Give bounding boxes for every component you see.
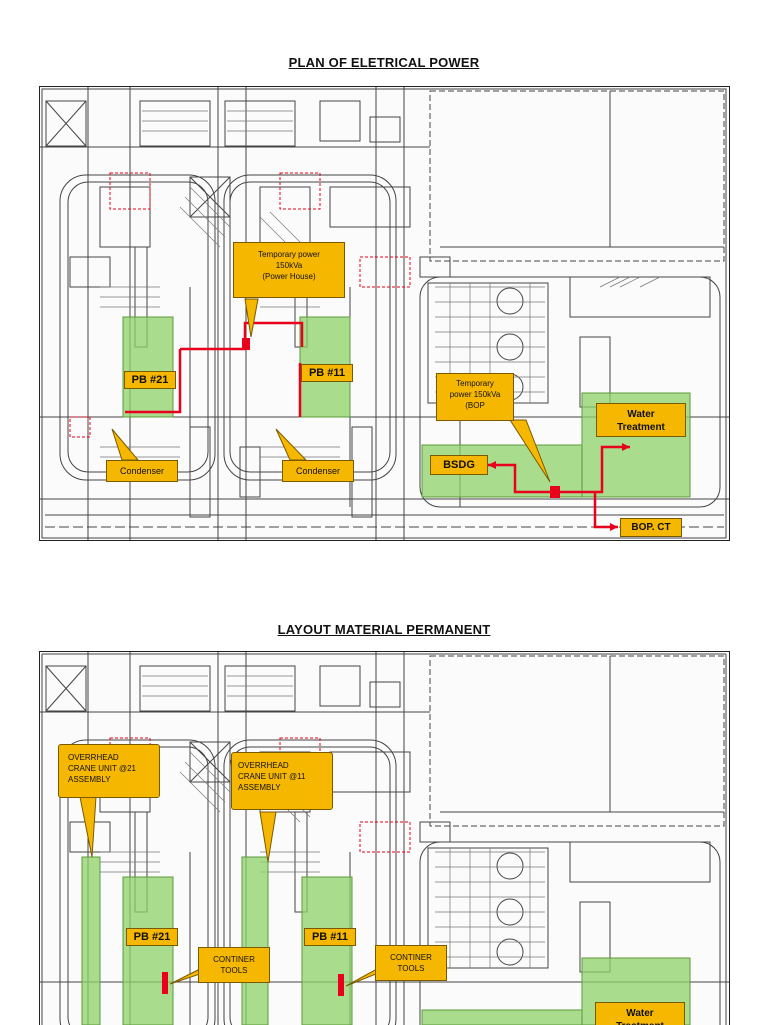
label-bsdg: BSDG xyxy=(430,455,488,475)
label-water-treatment: Water Treatment xyxy=(596,403,686,437)
label-pb21: PB #21 xyxy=(126,928,178,946)
plan2-title: LAYOUT MATERIAL PERMANENT xyxy=(277,622,491,637)
label-pb11: PB #11 xyxy=(304,928,356,946)
label-water-treatment: Water Treatment xyxy=(595,1002,685,1025)
label-pb11: PB #11 xyxy=(301,364,353,382)
callout-crane-11: OVERRHEAD CRANE UNIT @11 ASSEMBLY xyxy=(231,752,333,810)
callout-condenser-right: Condenser xyxy=(282,460,354,482)
callout-crane-21: OVERRHEAD CRANE UNIT @21 ASSEMBLY xyxy=(58,744,160,798)
plan1-title: PLAN OF ELETRICAL POWER xyxy=(288,55,480,70)
callout-condenser-left: Condenser xyxy=(106,460,178,482)
plan1-cad-lines xyxy=(40,87,729,540)
label-pb21: PB #21 xyxy=(124,371,176,389)
callout-temp-power-bop: Temporary power 150kVa (BOP xyxy=(436,373,514,421)
label-bop-ct: BOP. CT xyxy=(620,518,682,537)
callout-continer-tools-right: CONTINER TOOLS xyxy=(375,945,447,981)
callout-continer-tools-left: CONTINER TOOLS xyxy=(198,947,270,983)
plan1-drawing: Temporary power 150kVa (Power House) PB … xyxy=(39,86,730,541)
callout-temp-power-house: Temporary power 150kVa (Power House) xyxy=(233,242,345,298)
plan2-drawing: OVERRHEAD CRANE UNIT @21 ASSEMBLY OVERRH… xyxy=(39,651,730,1025)
